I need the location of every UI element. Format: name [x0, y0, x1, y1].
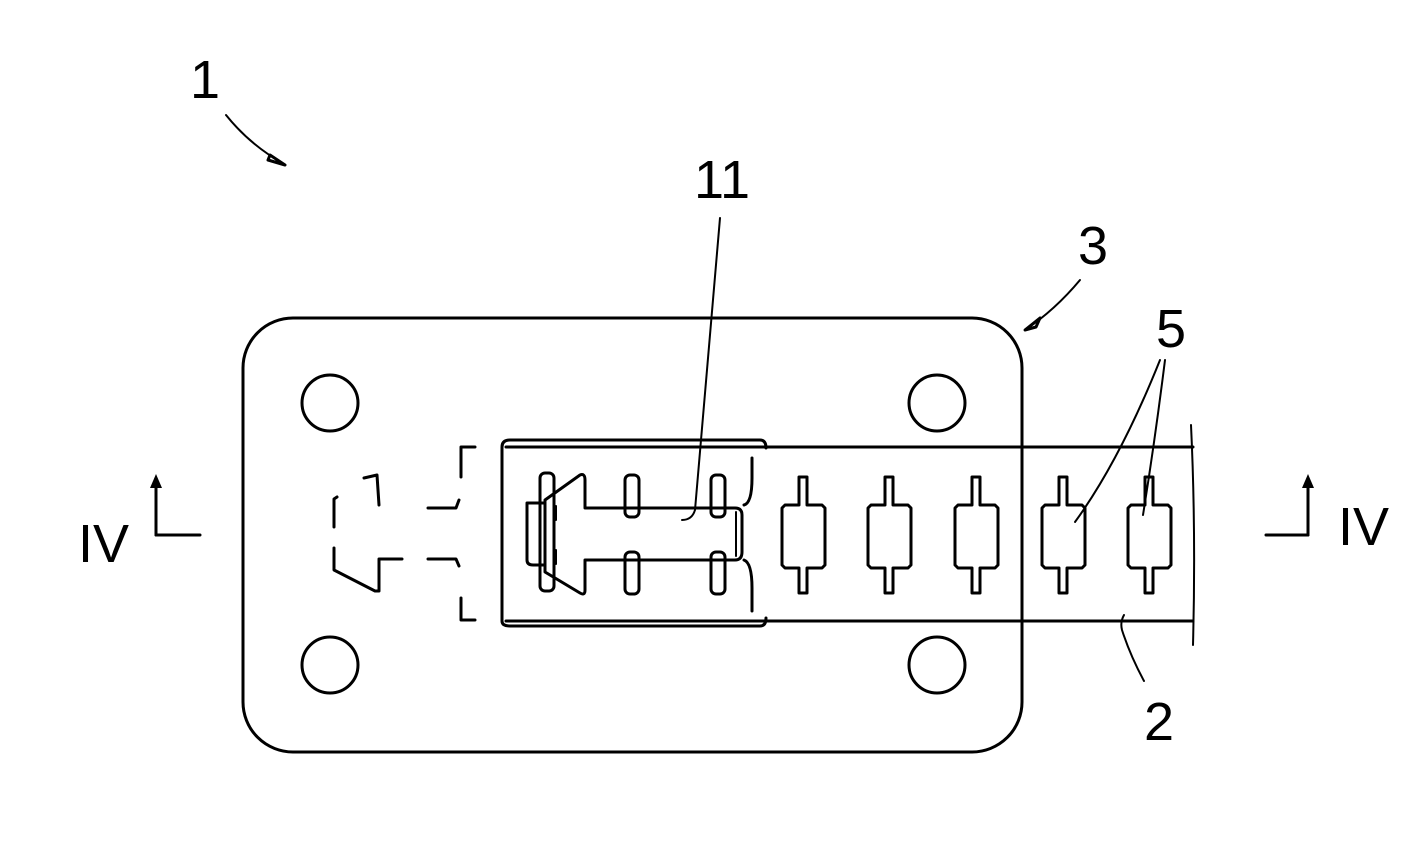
- carrier-strip: [760, 424, 1196, 646]
- mounting-hole: [907, 635, 967, 695]
- label-pockets: 5: [1156, 299, 1186, 359]
- section-marker-left: [150, 474, 202, 537]
- label-holder: 3: [1078, 216, 1108, 276]
- label-strip: 2: [1144, 692, 1174, 752]
- pocket: [953, 475, 1000, 595]
- mounting-hole: [907, 373, 967, 433]
- dashed-outline: [332, 445, 754, 622]
- mounting-hole: [300, 635, 360, 695]
- leader-2: [1120, 614, 1145, 682]
- label-device: 1: [190, 50, 220, 110]
- component-11: [525, 471, 744, 596]
- pocket: [780, 475, 827, 595]
- section-marker-right: [1264, 474, 1314, 537]
- holder-plate: [241, 316, 1024, 754]
- mounting-hole: [300, 373, 360, 433]
- leader-5a: [1074, 359, 1161, 523]
- leader-5b: [1142, 359, 1166, 516]
- pocket: [866, 475, 913, 595]
- label-section-right: IV: [1338, 497, 1389, 557]
- pocket: [1040, 475, 1087, 595]
- pocket-row: [780, 475, 1173, 595]
- label-section-left: IV: [78, 514, 129, 574]
- cover-frame: [500, 438, 768, 628]
- pocket: [1126, 475, 1173, 595]
- leader-11: [681, 217, 721, 521]
- label-component: 11: [694, 150, 750, 210]
- leader-1: [225, 114, 285, 165]
